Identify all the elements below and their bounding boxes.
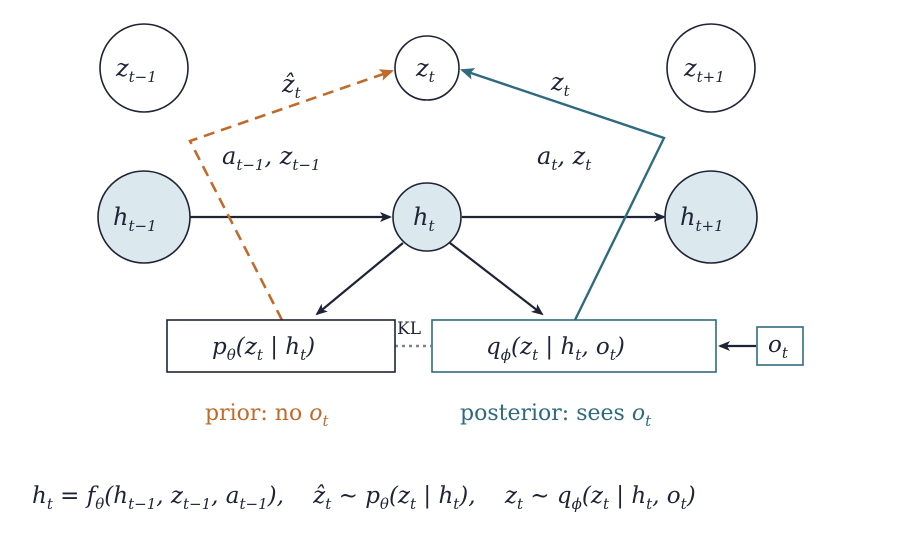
prior-caption: prior: no ot bbox=[205, 401, 329, 430]
svg-text:ht+1: ht+1 bbox=[680, 203, 724, 235]
prior-box: pθ(zt | ht) bbox=[166, 319, 396, 373]
node-h-next: ht+1 bbox=[664, 170, 758, 264]
svg-text:zt+1: zt+1 bbox=[683, 54, 725, 86]
edge-hcur-to-prior bbox=[315, 242, 404, 316]
svg-text:ht: ht bbox=[413, 203, 435, 235]
observation-box: ot bbox=[756, 326, 804, 366]
kl-label: KL bbox=[397, 319, 421, 339]
model-equation: ht = fθ(ht−1, zt−1, at−1), ẑt ∼ pθ(zt | … bbox=[32, 483, 696, 513]
posterior-caption: posterior: sees ot bbox=[460, 401, 652, 430]
node-z-prev: zt−1 bbox=[99, 23, 189, 113]
node-h-cur: ht bbox=[392, 182, 462, 252]
edge-hcur-to-posterior bbox=[449, 242, 544, 316]
svg-text:pθ(zt | ht): pθ(zt | ht) bbox=[212, 334, 315, 364]
posterior-sample-path bbox=[460, 68, 666, 321]
node-h-prev: ht−1 bbox=[97, 170, 191, 264]
node-z-cur: zt bbox=[394, 35, 460, 101]
svg-text:ht−1: ht−1 bbox=[113, 203, 157, 235]
svg-text:zt−1: zt−1 bbox=[115, 54, 157, 86]
prior-edge-label: ẑt bbox=[281, 70, 302, 102]
svg-text:qϕ(zt | ht, ot): qϕ(zt | ht, ot) bbox=[486, 334, 625, 364]
svg-text:ot: ot bbox=[768, 332, 789, 362]
right-transition-label: at, zt bbox=[537, 142, 592, 174]
svg-text:zt: zt bbox=[415, 54, 436, 86]
posterior-edge-label: zt bbox=[550, 68, 571, 100]
posterior-box: qϕ(zt | ht, ot) bbox=[431, 319, 717, 373]
left-transition-label: at−1, zt−1 bbox=[222, 142, 321, 174]
prior-sample-path bbox=[188, 69, 394, 321]
node-z-next: zt+1 bbox=[666, 23, 756, 113]
